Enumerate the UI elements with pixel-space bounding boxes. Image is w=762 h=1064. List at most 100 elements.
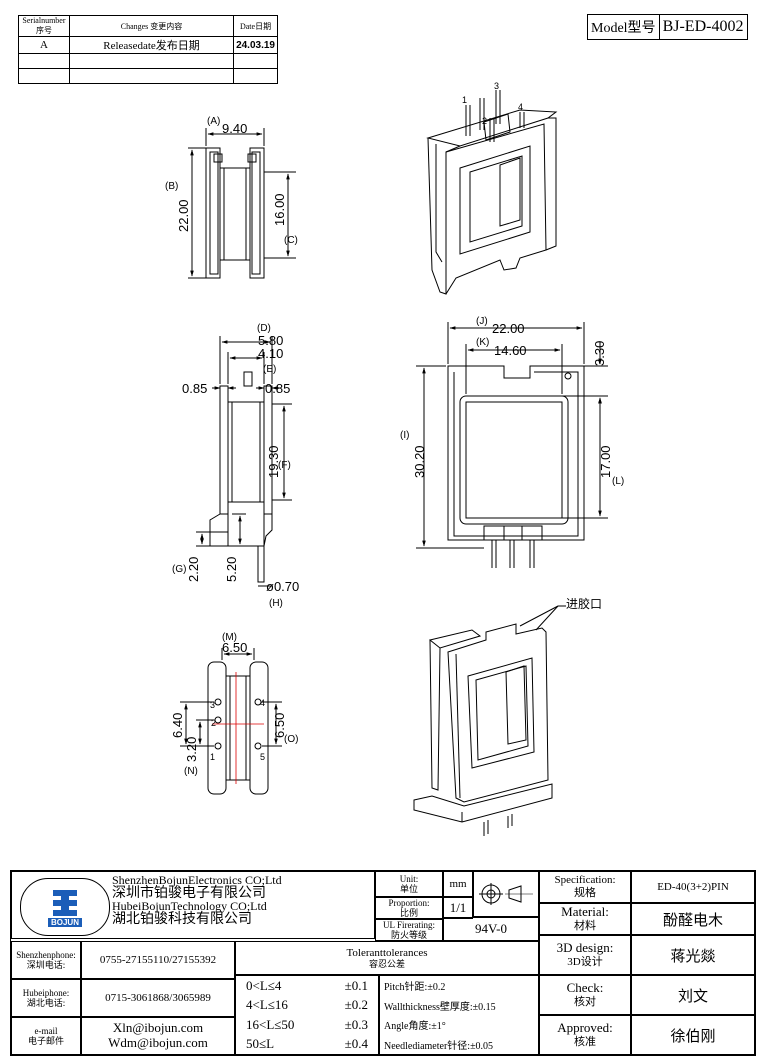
dim-G-value: 2.20 [186,557,201,582]
spec-label: Specification: [554,874,616,887]
dim-O-value: 6.50 [272,713,287,738]
material-value: 酚醛电木 [631,903,755,935]
material-label-cn: 材料 [574,920,596,933]
pin-label-2: 2 [211,718,216,728]
contact-hb-value: 0715-3061868/3065989 [81,979,235,1017]
contact-email-label-cell: e-mail 电子邮件 [11,1017,81,1055]
rev-changes: Releasedate发布日期 [68,36,235,54]
contact-hb-label-cell: Hubeiphone: 湖北电话: [11,979,81,1017]
design-value: 蒋光燚 [631,935,755,975]
dim-E-label: (E) [263,364,276,375]
material-label-cell: Material: 材料 [539,903,631,935]
pin-label-4: 4 [260,698,265,708]
tolerance-row: 50≤L±0.4 [246,1036,368,1052]
spec-value: ED-40(3+2)PIN [631,871,755,903]
approved-label-cn: 核准 [574,1036,596,1049]
unit-label-cn: 单位 [399,884,418,894]
check-label-cell: Check: 核对 [539,975,631,1015]
dim-G-label: (G) [172,564,186,575]
unit-label: Unit: [399,873,419,884]
tol-note-wall: Wallthickness壁厚度:±0.15 [384,1001,496,1013]
tolerance-row: 4<L≤16±0.2 [246,997,368,1013]
model-label: Model型号 [591,21,656,36]
iso-pin-2: 2 [482,116,487,126]
design-label-cn: 3D设计 [567,956,603,969]
company-line3: HubeiBojunTechnology CO;Ltd [112,899,267,913]
tol-value-3: ±0.3 [344,1016,368,1032]
dim-M-value: 6.50 [222,640,247,655]
iso-pin-4: 4 [518,102,523,112]
dim-F-value: 19.30 [266,445,281,478]
dim-F-label: (F) [278,460,291,471]
dim-H-value: ø0.70 [266,579,299,594]
rev-empty [68,68,235,84]
view-bottom [180,648,282,795]
tol-note-pitch: Pitch针距:±0.2 [384,982,446,994]
tol-note-needle: Needlediameter针径:±0.05 [384,1040,494,1052]
contact-email-values: Xln@ibojun.com Wdm@ibojun.com [81,1017,235,1055]
tol-range-3: 16<L≤50 [246,1016,295,1032]
technical-drawing: (A) 9.40 (B) 22.00 16.00 (C) (D) 5.80 4.… [165,81,624,836]
dim-H-label: (H) [269,598,283,609]
company-names: ShenzhenBojunElectronics CO;Ltd 深圳市铂骏电子有… [112,873,282,927]
dim-085-left: 0.85 [182,381,207,396]
contact-hb-label-cn: 湖北电话: [26,998,66,1008]
design-label: 3D design: [556,940,614,956]
proportion-label-cell: Proportion: 比例 [375,897,443,919]
unit-value: mm [443,871,473,897]
contact-sz-label: Shenzhenphone: [16,949,76,960]
tol-value-2: ±0.2 [344,997,368,1013]
check-label: Check: [566,980,604,996]
tol-value-1: ±0.1 [344,977,368,993]
approved-value: 徐伯刚 [631,1015,755,1055]
approved-label: Approved: [557,1020,613,1036]
tolerance-notes: Pitch针距:±0.2 Wallthickness壁厚度:±0.15 Angl… [379,975,539,1055]
dim-L-label: (L) [612,476,624,487]
tolerance-title: Toleranttolerances [346,946,428,959]
ul-label-cell: UL Firerating: 防火等级 [375,919,443,941]
dim-M-label: (M) [222,632,237,643]
tol-note-angle: Angle角度:±1° [384,1021,446,1033]
dim-I-label: (I) [400,430,409,441]
company-cell: BOJUN ShenzhenBojunElectronics CO;Ltd 深圳… [11,871,375,939]
iso-pin-1: 1 [462,95,467,105]
check-value: 刘文 [631,975,755,1015]
dim-520-value: 5.20 [224,557,239,582]
view-side [196,336,292,587]
dim-K-value: 14.60 [494,343,527,358]
dim-330-value: 3.30 [592,341,607,366]
dim-C-value: 16.00 [272,193,287,226]
contact-email-2: Wdm@ibojun.com [108,1035,208,1050]
contact-sz-label-cell: Shenzhenphone: 深圳电话: [11,941,81,979]
pin-label-3: 3 [210,700,215,710]
company-line4: 湖北铂骏科技有限公司 [112,912,252,927]
proportion-label-cn: 比例 [399,908,418,918]
tolerance-row: 0<L≤4±0.1 [246,978,368,994]
tolerance-row: 16<L≤50 ±0.3 [246,1017,368,1033]
ul-label: UL Firerating: [383,919,435,930]
projection-icon [479,883,533,905]
dim-A-value: 9.40 [222,121,247,136]
dim-A-label: (A) [207,116,220,127]
dim-D-label: (D) [257,323,271,334]
logo-icon [53,889,77,916]
proportion-value: 1/1 [443,897,473,919]
spec-label-cn: 规格 [574,887,596,899]
logo-text: BOJUN [47,917,82,927]
approved-label-cell: Approved: 核准 [539,1015,631,1055]
tolerance-title-cell: Toleranttolerances 容忍公差 [235,941,539,975]
dim-D-value: 5.80 [258,333,283,348]
dim-E-value: 4.10 [258,346,283,361]
pin-label-5: 5 [260,752,265,762]
iso-pin-3: 3 [494,81,499,91]
contact-email-label-cn: 电子邮件 [27,1036,64,1046]
view-iso-top [426,90,558,295]
dim-N-value1: 6.40 [170,713,185,738]
design-label-cell: 3D design: 3D设计 [539,935,631,975]
company-line1: ShenzhenBojunElectronics CO;Ltd [112,873,282,887]
spec-label-cell: Specification: 规格 [539,871,631,903]
view-front [416,322,608,568]
contact-sz-value: 0755-27155110/27155392 [81,941,235,979]
dim-085-right: 0.85 [265,381,290,396]
dim-J-value: 22.00 [492,321,525,336]
